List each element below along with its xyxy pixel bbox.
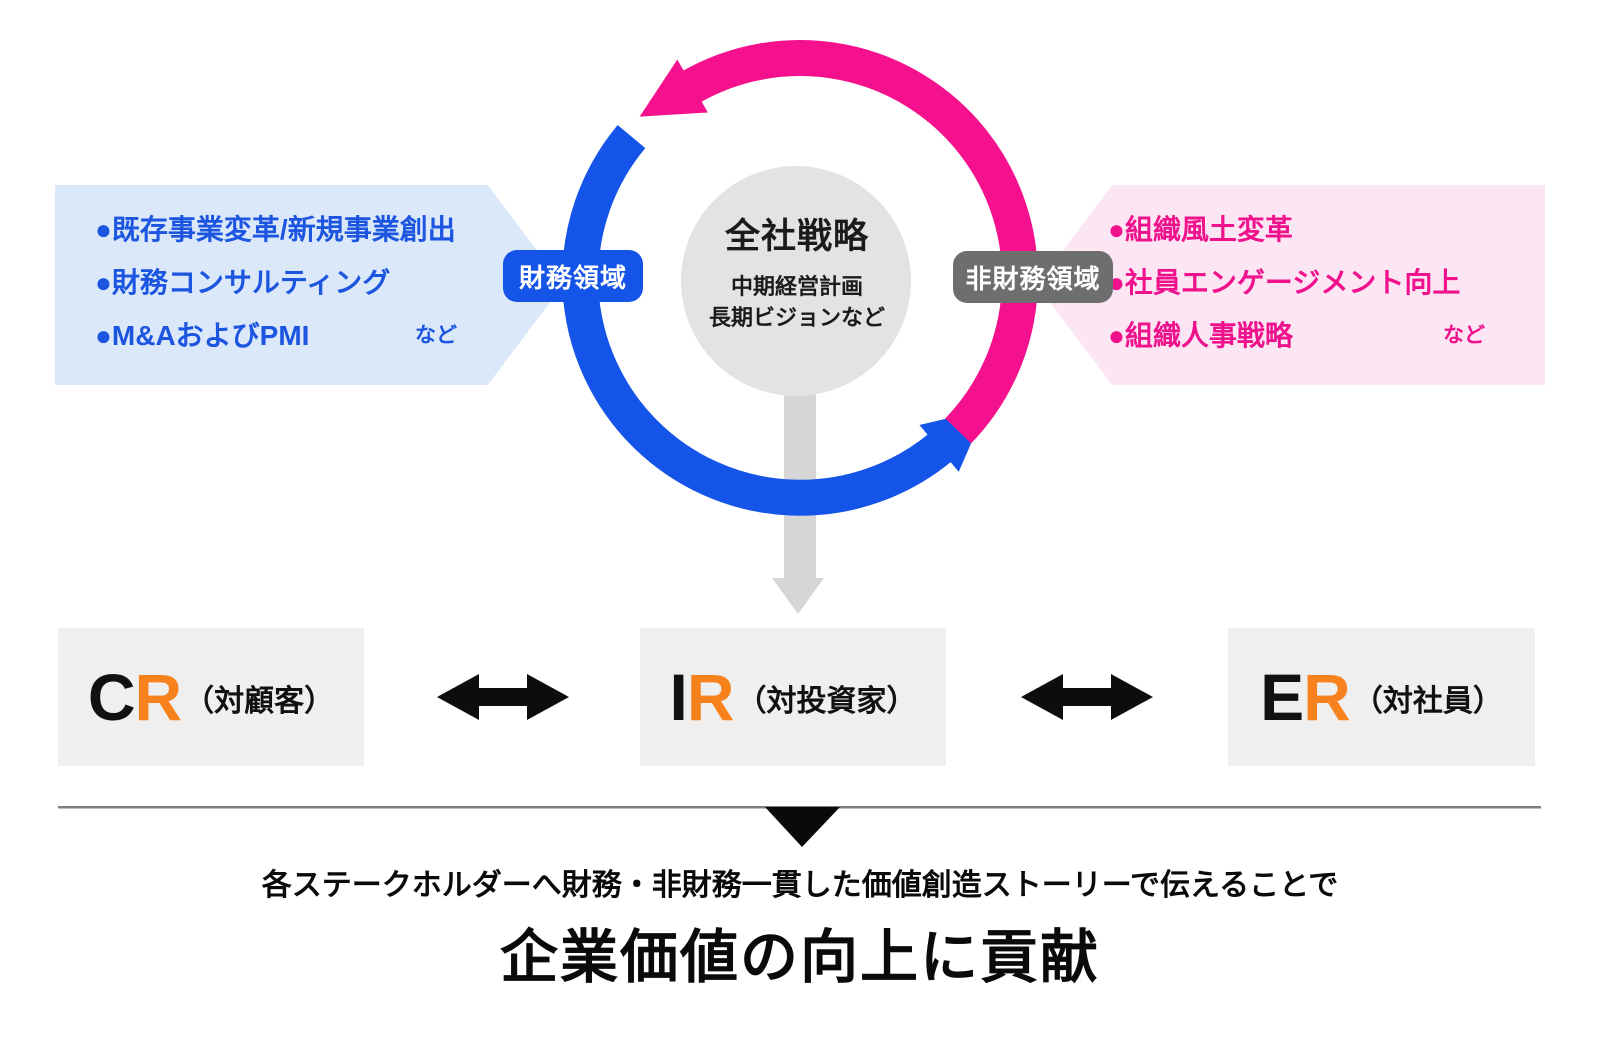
down-arrow-head-icon — [772, 578, 824, 614]
non-financial-callout-box: ●組織風土変革 ●社員エンゲージメント向上 ●組織人事戦略 — [1037, 185, 1545, 385]
stakeholder-box-er: E R （対社員） — [1228, 628, 1535, 766]
cr-letter-orange: R — [134, 660, 183, 734]
non-financial-item: ●組織人事戦略 — [1108, 320, 1293, 351]
ir-letter-orange: R — [686, 660, 735, 734]
stakeholder-box-ir: I R （対投資家） — [640, 628, 946, 766]
stakeholder-box-cr: C R （対顧客） — [58, 628, 364, 766]
footer-statement: 各ステークホルダーへ財務・非財務一貫した価値創造ストーリーで伝えることで — [261, 869, 1339, 902]
footer-headline: 企業価値の向上に貢献 — [499, 925, 1100, 990]
merge-triangle-icon — [765, 807, 840, 847]
strategy-subtitle-2: 長期ビジョンなど — [708, 305, 885, 330]
financial-item: ●M&AおよびPMI — [95, 320, 310, 351]
down-arrow-shaft — [784, 388, 816, 580]
financial-item: ●財務コンサルティング — [95, 267, 391, 298]
strategy-title: 全社戦略 — [724, 217, 869, 256]
non-financial-item: ●社員エンゲージメント向上 — [1108, 267, 1461, 298]
cr-letter-black: C — [87, 660, 136, 734]
ir-audience-label: （対投資家） — [736, 685, 917, 718]
financial-item: ●既存事業変革/新規事業創出 — [95, 214, 456, 245]
non-financial-etc-label: など — [1443, 324, 1485, 347]
ir-letter-black: I — [669, 660, 687, 734]
er-letter-orange: R — [1303, 660, 1351, 734]
divider-line — [58, 806, 1541, 809]
double-arrow-right-icon — [1021, 674, 1153, 720]
financial-etc-label: など — [415, 324, 457, 347]
cr-audience-label: （対顧客） — [184, 685, 335, 718]
double-arrow-left-icon — [437, 674, 569, 720]
non-financial-item: ●組織風土変革 — [1108, 214, 1293, 245]
financial-callout-box: ●既存事業変革/新規事業創出 ●財務コンサルティング ●M&AおよびPMI — [55, 185, 563, 385]
financial-domain-badge: 財務領域 — [503, 250, 643, 302]
non-financial-domain-badge: 非財務領域 — [953, 251, 1113, 303]
er-audience-label: （対社員） — [1352, 685, 1503, 718]
er-letter-black: E — [1260, 660, 1304, 734]
strategy-subtitle-1: 中期経営計画 — [730, 274, 863, 299]
